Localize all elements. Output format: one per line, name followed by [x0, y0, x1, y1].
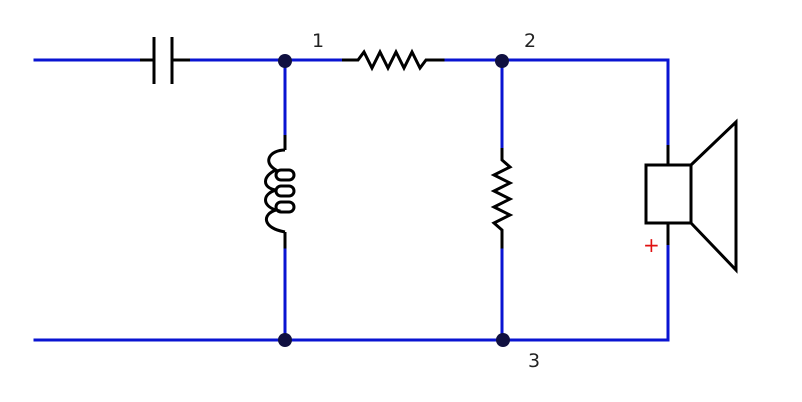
- series-resistor: [342, 48, 446, 72]
- junction-bottom-left: [278, 333, 292, 347]
- series-capacitor: [140, 37, 190, 84]
- junction-node-3: [496, 333, 510, 347]
- node-label-1: 1: [312, 30, 324, 52]
- junction-node-2: [495, 54, 509, 68]
- shunt-inductor: [264, 135, 296, 250]
- node-label-3: 3: [528, 350, 540, 372]
- shunt-resistor: [490, 148, 514, 250]
- node-label-2: 2: [524, 30, 536, 52]
- speaker-polarity-mark: +: [643, 233, 660, 257]
- loudspeaker: [644, 118, 738, 274]
- junction-node-1: [278, 54, 292, 68]
